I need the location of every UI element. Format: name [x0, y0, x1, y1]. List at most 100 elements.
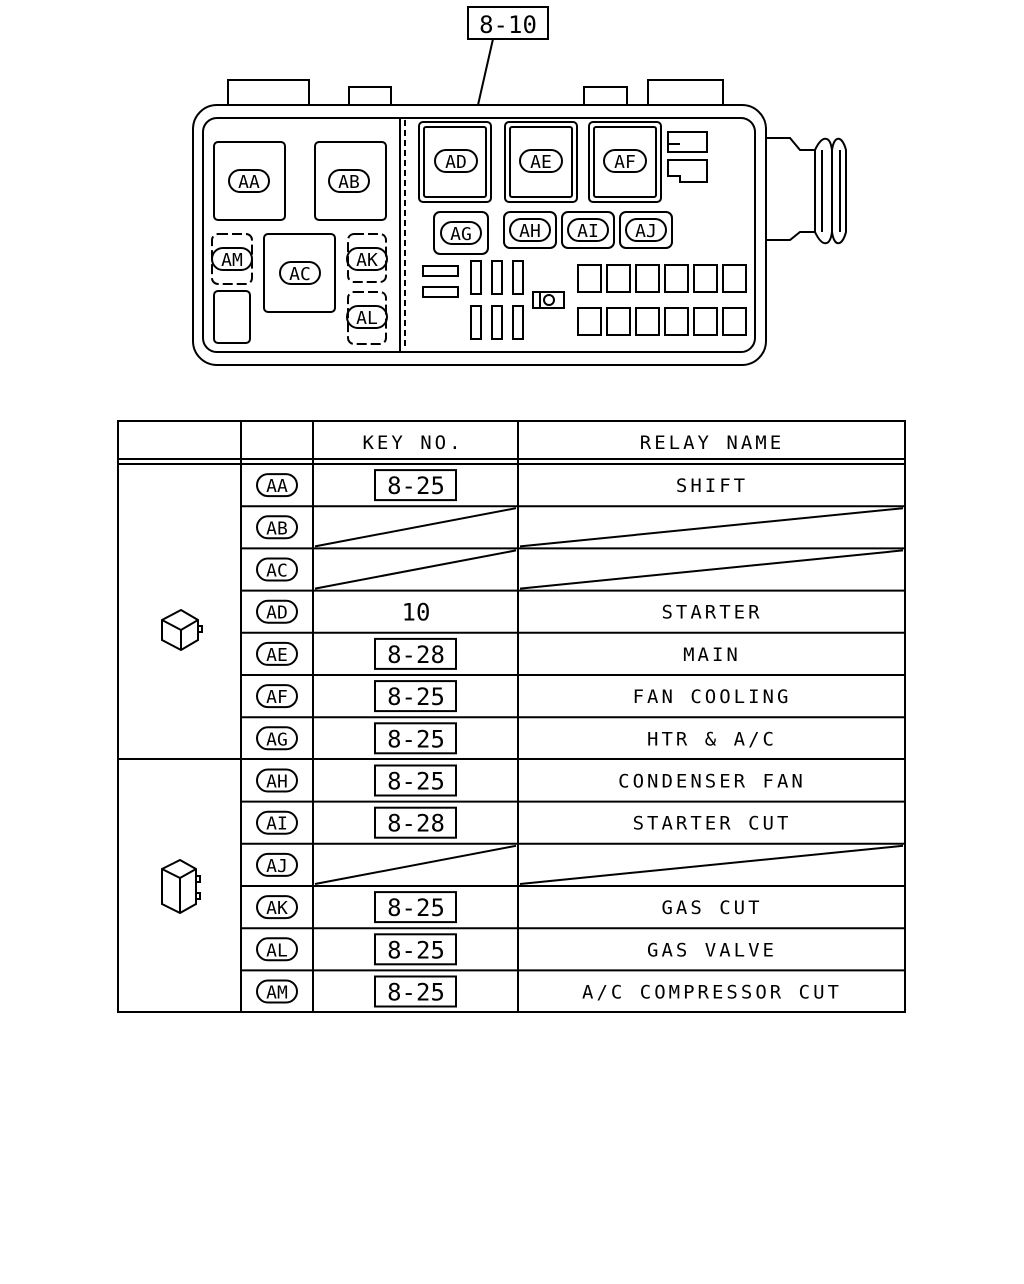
row-relay-name: STARTER	[661, 602, 762, 624]
relay-tall-icon	[161, 858, 201, 915]
row-relay-name: SHIFT	[676, 475, 748, 497]
table-row: AD 10 STARTER	[241, 599, 905, 634]
top-connector-4	[647, 79, 724, 105]
svg-text:AB: AB	[338, 172, 360, 193]
row-id-oval	[256, 895, 298, 920]
row-id-oval	[256, 852, 298, 877]
row-key: 8-25	[387, 683, 445, 711]
svg-text:AA: AA	[238, 172, 260, 193]
label-aj: AJ	[625, 218, 667, 242]
row-key: 8-25	[387, 979, 445, 1007]
relay-slot-ah	[503, 211, 557, 249]
relay-slot-aa	[213, 141, 286, 221]
header-relay-name: RELAY NAME	[640, 432, 784, 454]
reference-label: 8-10	[467, 6, 549, 40]
label-ad: AD	[434, 149, 478, 173]
row-id-oval	[256, 726, 298, 751]
row-id: AF	[266, 687, 288, 708]
relay-slot-ai	[561, 211, 615, 249]
row-id: AM	[266, 983, 288, 1004]
row-id: AH	[266, 772, 288, 793]
row-key: 8-25	[387, 725, 445, 753]
row-key: 8-25	[387, 894, 445, 922]
row-id-oval	[256, 641, 298, 666]
row-id: AA	[266, 476, 288, 497]
row-key: 10	[402, 599, 431, 627]
key-empty-slash	[314, 844, 517, 885]
row-id: AC	[266, 561, 288, 582]
key-box	[374, 637, 457, 670]
row-id-oval	[256, 979, 298, 1004]
key-box	[374, 806, 457, 839]
row-key: 8-28	[387, 641, 445, 669]
svg-text:AM: AM	[221, 250, 243, 271]
row-id: AG	[266, 729, 288, 750]
svg-text:AC: AC	[289, 264, 311, 285]
fuse-area	[422, 260, 747, 340]
row-id-oval	[256, 473, 298, 498]
row-id-oval	[256, 768, 298, 793]
top-connector-2	[348, 86, 392, 105]
label-ag: AG	[440, 221, 482, 245]
svg-text:AH: AH	[519, 221, 541, 242]
grommet-bellows	[814, 137, 847, 245]
row-id: AI	[266, 814, 288, 835]
key-box	[374, 891, 457, 924]
key-box	[374, 933, 457, 966]
wire-grommet	[766, 137, 816, 241]
row-id-oval	[256, 684, 298, 709]
row-id: AJ	[266, 856, 288, 877]
label-ab: AB	[328, 169, 370, 193]
relay-slot-af	[588, 121, 662, 203]
label-ae: AE	[519, 149, 563, 173]
name-empty-slash	[519, 549, 904, 590]
row-relay-name: CONDENSER FAN	[618, 771, 806, 793]
svg-text:AG: AG	[450, 224, 472, 245]
label-aa: AA	[228, 169, 270, 193]
table-row: AJ	[241, 844, 905, 887]
key-box	[374, 680, 457, 713]
name-empty-slash	[519, 507, 904, 548]
label-ak: AK	[346, 247, 388, 271]
relay-box-housing	[192, 104, 767, 366]
label-ah: AH	[509, 218, 551, 242]
table-row: AB	[241, 507, 905, 550]
row-key: 8-25	[387, 936, 445, 964]
relay-slot-ab	[314, 141, 387, 221]
side-tab-2	[667, 159, 708, 183]
row-id: AK	[266, 898, 288, 919]
label-ai: AI	[567, 218, 609, 242]
leader-line	[477, 38, 494, 106]
relay-slot-ac	[263, 233, 336, 313]
row-relay-name: HTR & A/C	[647, 728, 777, 750]
key-empty-slash	[314, 507, 517, 548]
header-key-no: KEY NO.	[362, 432, 463, 454]
relay-slot-ag	[433, 211, 489, 255]
name-empty-slash	[519, 844, 904, 885]
table-row: AC	[241, 549, 905, 592]
row-id: AD	[266, 603, 288, 624]
relay-cube-icon	[161, 608, 203, 652]
table-row: AG 8-25 HTR & A/C	[256, 722, 777, 755]
svg-text:AL: AL	[356, 308, 378, 329]
row-id-oval	[256, 515, 298, 540]
row-relay-name: FAN COOLING	[633, 686, 792, 708]
relay-slot-aj	[619, 211, 673, 249]
row-key: 8-28	[387, 810, 445, 838]
key-box	[374, 469, 457, 502]
key-box	[374, 764, 457, 797]
label-af: AF	[603, 149, 647, 173]
relay-slot-spare	[213, 290, 251, 344]
relay-slot-ad	[418, 121, 492, 203]
svg-text:AD: AD	[445, 152, 467, 173]
row-id-oval	[256, 937, 298, 962]
